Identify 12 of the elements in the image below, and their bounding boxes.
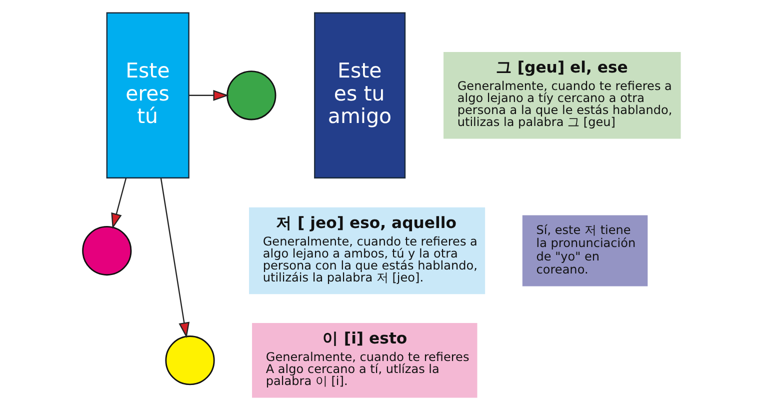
node-box: 이 [i] esto Generalmente, cuando te refieres A algo cercano a tí, utlízas la palabra 이 [i]. bbox=[252, 323, 477, 398]
node-circle bbox=[164, 336, 214, 386]
node-box: Sí, este 저 tiene la pronunciación de "yo" en coreano. bbox=[522, 215, 648, 286]
arrow bbox=[188, 90, 228, 101]
node-circle bbox=[226, 70, 276, 120]
arrow bbox=[110, 178, 126, 229]
node-box: Este es tu amigo bbox=[314, 12, 406, 178]
arrow bbox=[160, 178, 190, 338]
node-box: Este eres tú bbox=[106, 12, 189, 178]
node-circle bbox=[82, 226, 132, 276]
node-box: 저 [ jeo] eso, aquello Generalmente, cuando te refieres a algo lejano a ambos, tú y la otra persona con la que estás hablando, utilizáis la palabra 저 [jeo]. bbox=[248, 207, 485, 294]
node-box: 그 [geu] el, ese Generalmente, cuando te refieres a algo lejano a tíy cercano a otra persona a la que le estás hablando, utilizas la palabra 그 [geu] bbox=[443, 52, 680, 139]
